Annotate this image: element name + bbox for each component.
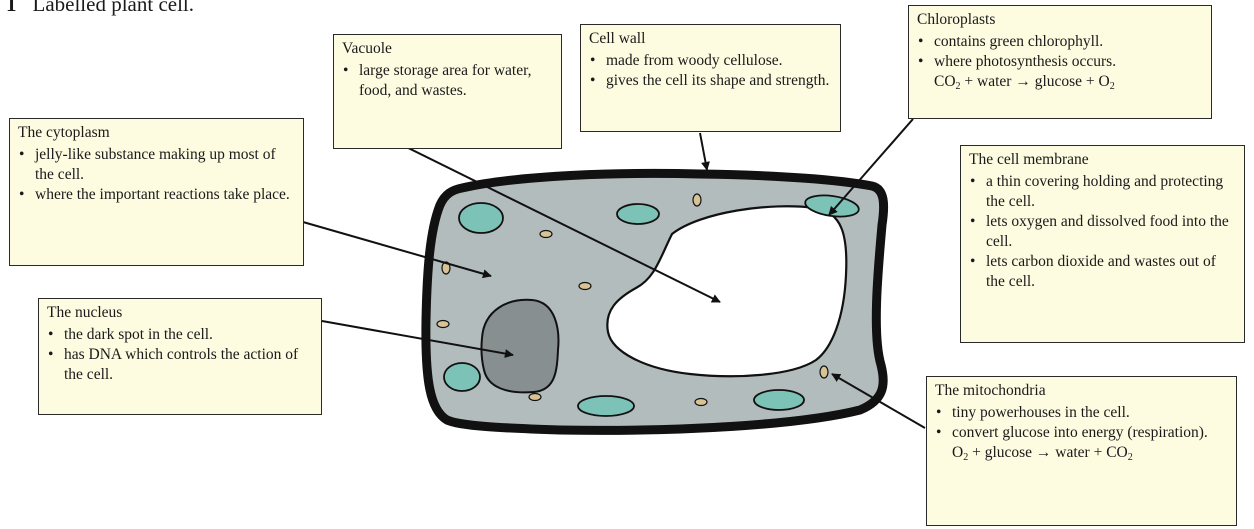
nucleus: [481, 300, 558, 393]
equation-subscript: 2: [1110, 81, 1115, 92]
equation-term: + water → glucose + O: [961, 73, 1110, 90]
equation-term: CO: [934, 73, 956, 90]
bullet-item: has DNA which controls the action of the…: [47, 345, 313, 385]
label-title: The mitochondria: [935, 381, 1228, 401]
label-title: Chloroplasts: [917, 10, 1203, 30]
chloroplast: [754, 390, 804, 410]
chloroplast: [578, 396, 634, 416]
bullet-item: made from woody cellulose.: [589, 51, 832, 71]
respiration-equation: O2 + glucose → water + CO2: [935, 443, 1228, 463]
label-chloroplasts: Chloroplasts contains green chlorophyll.…: [908, 5, 1212, 119]
bullet-item: contains green chlorophyll.: [917, 32, 1203, 52]
equation-term: + glucose → water + CO: [968, 444, 1128, 461]
bullet-item: the dark spot in the cell.: [47, 325, 313, 345]
mitochondrion: [579, 283, 591, 290]
bullet-list: large storage area for water, food, and …: [342, 61, 553, 101]
arrow-cell-wall: [700, 133, 707, 170]
label-vacuole: Vacuole large storage area for water, fo…: [333, 34, 562, 149]
label-title: The nucleus: [47, 303, 313, 323]
bullet-list: made from woody cellulose. gives the cel…: [589, 51, 832, 91]
label-nucleus: The nucleus the dark spot in the cell. h…: [38, 298, 322, 415]
mitochondrion: [437, 321, 449, 328]
label-cell-membrane: The cell membrane a thin covering holdin…: [960, 145, 1245, 343]
mitochondrion: [820, 366, 828, 378]
bullet-item: where photosynthesis occurs.: [917, 52, 1203, 72]
mitochondrion: [540, 231, 552, 238]
label-cytoplasm: The cytoplasm jelly-like substance makin…: [9, 118, 304, 266]
bullet-item: jelly-like substance making up most of t…: [18, 145, 295, 185]
bullet-item: convert glucose into energy (respiration…: [935, 423, 1228, 443]
mitochondrion: [693, 194, 701, 206]
label-title: The cell membrane: [969, 150, 1236, 170]
bullet-list: tiny powerhouses in the cell. convert gl…: [935, 403, 1228, 443]
bullet-item: lets oxygen and dissolved food into the …: [969, 212, 1236, 252]
chloroplast: [617, 204, 659, 224]
bullet-list: a thin covering holding and protecting t…: [969, 172, 1236, 292]
chloroplast: [444, 363, 480, 391]
label-title: Vacuole: [342, 39, 553, 59]
label-title: The cytoplasm: [18, 123, 295, 143]
bullet-item: where the important reactions take place…: [18, 185, 295, 205]
bullet-list: jelly-like substance making up most of t…: [18, 145, 295, 205]
equation-term: O: [952, 444, 963, 461]
chloroplast: [459, 203, 503, 233]
label-cell-wall: Cell wall made from woody cellulose. giv…: [580, 24, 841, 132]
bullet-item: tiny powerhouses in the cell.: [935, 403, 1228, 423]
mitochondrion: [529, 394, 541, 401]
equation-subscript: 2: [1128, 452, 1133, 463]
bullet-list: the dark spot in the cell. has DNA which…: [47, 325, 313, 385]
mitochondrion: [695, 399, 707, 406]
bullet-item: large storage area for water, food, and …: [342, 61, 553, 101]
label-mitochondria: The mitochondria tiny powerhouses in the…: [926, 376, 1237, 526]
bullet-item: gives the cell its shape and strength.: [589, 71, 832, 91]
label-title: Cell wall: [589, 29, 832, 49]
bullet-item: lets carbon dioxide and wastes out of th…: [969, 252, 1236, 292]
bullet-item: a thin covering holding and protecting t…: [969, 172, 1236, 212]
bullet-list: contains green chlorophyll. where photos…: [917, 32, 1203, 72]
photosynthesis-equation: CO2 + water → glucose + O2: [917, 72, 1203, 92]
